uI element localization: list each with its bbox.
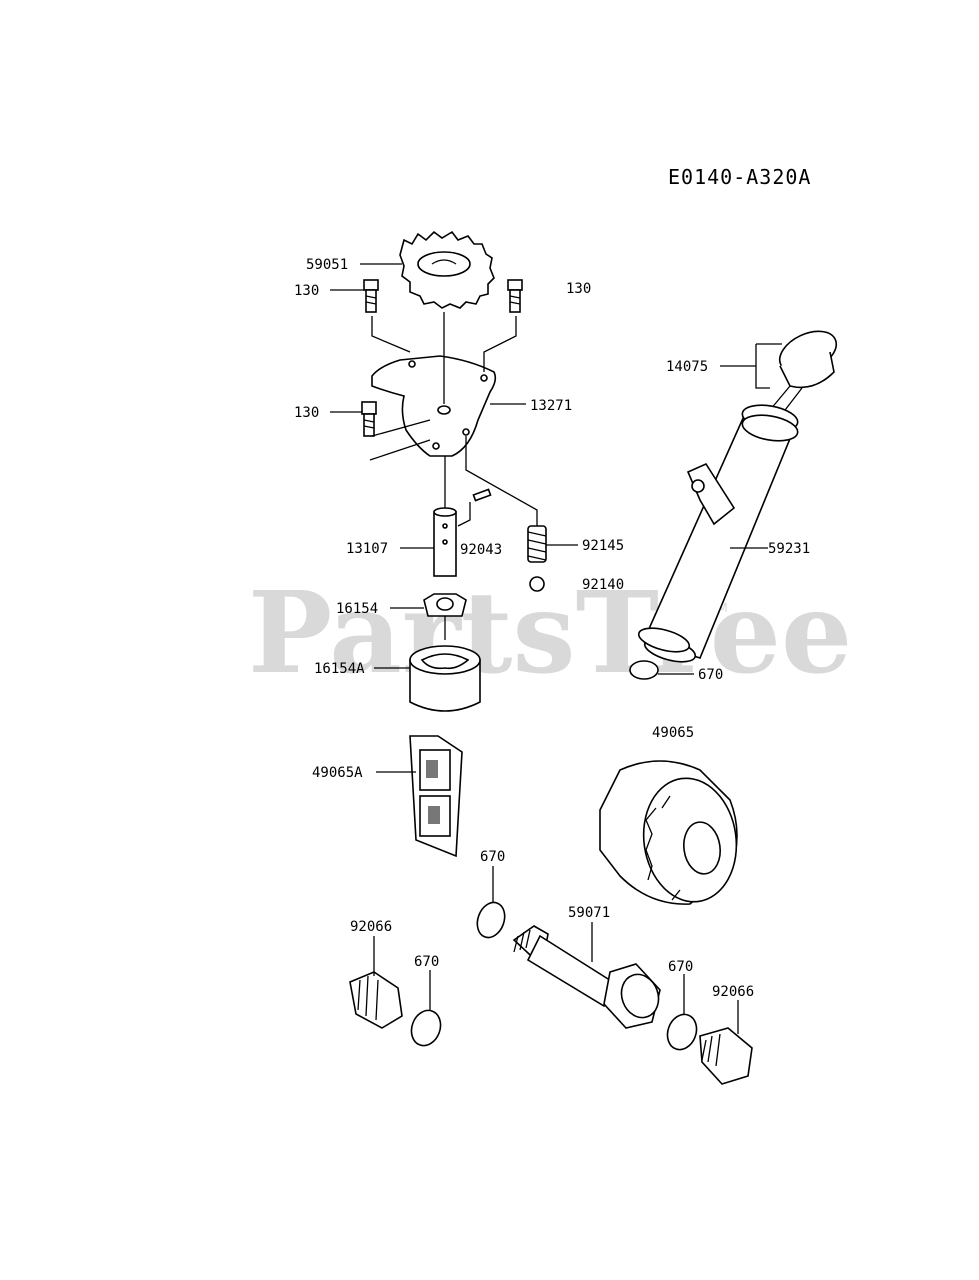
callout-16154a: 16154A (314, 661, 365, 677)
callout-labels: 59051 130 130 14075 130 13271 13107 9204… (294, 257, 810, 1000)
callout-14075: 14075 (666, 359, 708, 375)
spring-92145-part[interactable] (527, 525, 547, 563)
callout-130-left: 130 (294, 283, 319, 299)
plate-13271-part[interactable] (371, 355, 497, 457)
oring-670-right-part[interactable] (663, 1010, 702, 1053)
oring-670-center-part[interactable] (473, 899, 510, 942)
screen-49065a-part[interactable] (409, 735, 463, 858)
oil-filter-49065-part[interactable] (599, 760, 744, 908)
callout-13107: 13107 (346, 541, 388, 557)
tube-59231-part[interactable] (636, 401, 799, 666)
callout-130-right: 130 (566, 281, 591, 297)
callout-92066-left: 92066 (350, 919, 392, 935)
callout-49065a: 49065A (312, 765, 363, 781)
callout-59051: 59051 (306, 257, 348, 273)
plug-92066-right-part[interactable] (699, 1027, 753, 1085)
callout-92140: 92140 (582, 577, 624, 593)
callout-13271: 13271 (530, 398, 572, 414)
callout-92043: 92043 (460, 542, 502, 558)
pin-92043-part[interactable] (472, 488, 492, 502)
oring-670-tube-part[interactable] (629, 660, 659, 680)
leader-lines-bottom (373, 866, 739, 1034)
bolt-130-right-part[interactable] (507, 279, 523, 313)
leader-lines-right (658, 343, 782, 675)
callout-670-tube: 670 (698, 667, 723, 683)
shaft-13107-part[interactable] (433, 507, 457, 577)
plug-92066-left-part[interactable] (349, 971, 403, 1029)
diagram-code: E0140-A320A (668, 165, 811, 189)
cap-14075-part[interactable] (769, 323, 843, 415)
bolt-130-left-part[interactable] (363, 279, 379, 313)
callout-670-left: 670 (414, 954, 439, 970)
callout-670-right: 670 (668, 959, 693, 975)
leader-lines-top (330, 263, 578, 669)
gear-59051-part[interactable] (399, 230, 495, 309)
rotor-16154-part[interactable] (423, 593, 467, 617)
callout-49065: 49065 (652, 725, 694, 741)
ball-92140-part[interactable] (529, 576, 545, 592)
callout-92145: 92145 (582, 538, 624, 554)
callout-670-center: 670 (480, 849, 505, 865)
watermark-text: PartsTree (248, 568, 852, 699)
callout-130-lower: 130 (294, 405, 319, 421)
callout-59071: 59071 (568, 905, 610, 921)
callout-92066-right: 92066 (712, 984, 754, 1000)
rotor-16154a-part[interactable] (409, 645, 481, 712)
bolt-130-lower-part[interactable] (361, 401, 377, 437)
callout-59231: 59231 (768, 541, 810, 557)
callout-16154: 16154 (336, 601, 378, 617)
oring-670-left-part[interactable] (407, 1006, 446, 1049)
pipe-59071-part[interactable] (512, 925, 664, 1029)
